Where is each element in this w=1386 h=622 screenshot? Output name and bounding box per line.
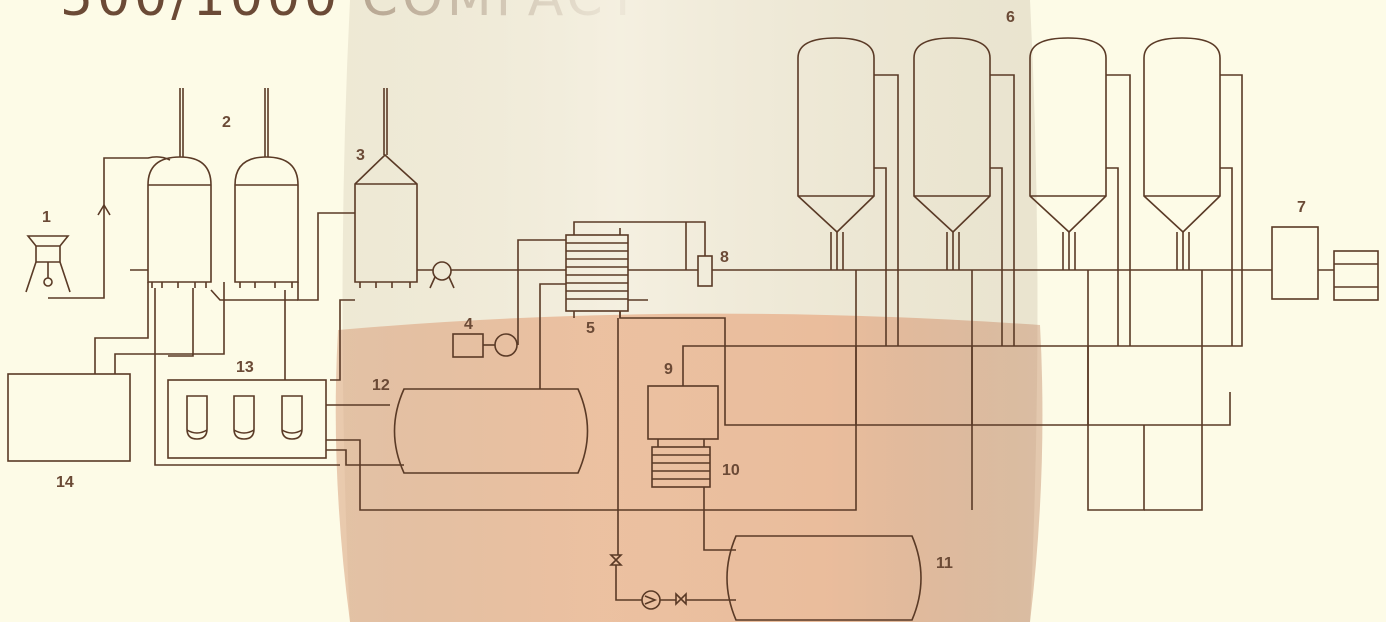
- label-7: 7: [1297, 199, 1306, 216]
- label-13: 13: [236, 359, 254, 376]
- label-12: 12: [372, 377, 390, 394]
- glycol-heat-exchanger: [652, 439, 710, 487]
- label-9: 9: [664, 361, 673, 378]
- label-4: 4: [464, 316, 473, 333]
- label-10: 10: [722, 462, 740, 479]
- label-5: 5: [586, 320, 595, 337]
- label-11: 11: [936, 555, 953, 572]
- label-8: 8: [720, 249, 729, 266]
- label-2: 2: [222, 114, 231, 131]
- label-1: 1: [42, 209, 51, 226]
- bottling-unit: [1272, 227, 1378, 300]
- control-cabinet: [8, 374, 130, 461]
- label-3: 3: [356, 147, 365, 164]
- beer-glass-image: [336, 0, 1043, 622]
- label-14: 14: [56, 474, 74, 491]
- malt-mill: [26, 236, 70, 292]
- cip-station: [168, 380, 326, 458]
- label-6: 6: [1006, 9, 1015, 26]
